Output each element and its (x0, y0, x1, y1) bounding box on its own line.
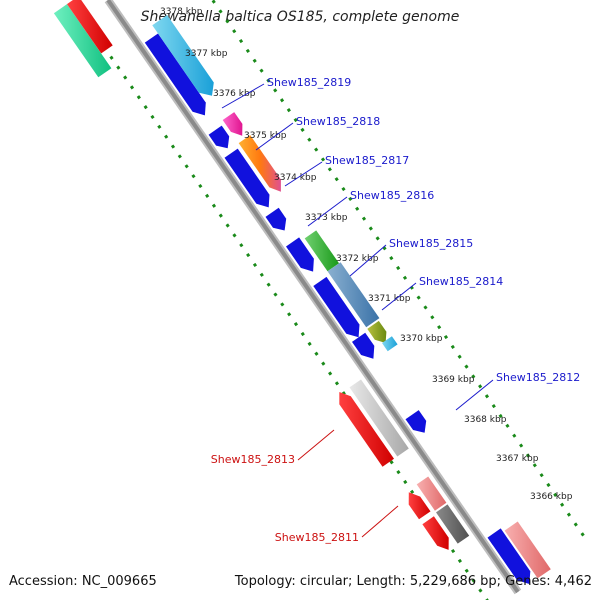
gene-leader-line (297, 429, 335, 461)
cds-block-h (405, 410, 427, 433)
gene-label-leaders (221, 83, 494, 538)
gene-leader-line (307, 196, 348, 227)
gene-features (53, 0, 551, 584)
cds-block-f (313, 276, 360, 338)
grey-feature (349, 379, 409, 457)
cyan-feature (152, 15, 214, 96)
tick-label: 3367 kbp (496, 454, 539, 464)
red-feature-mid (339, 392, 394, 467)
cds-block-c (224, 148, 270, 208)
cds-block-e (286, 237, 314, 272)
tick-label: 3373 kbp (305, 213, 348, 223)
gene-label[interactable]: Shew185_2819 (267, 76, 351, 89)
gene-label[interactable]: Shew185_2811 (275, 531, 359, 544)
tick-label: 3371 kbp (368, 294, 411, 304)
cyan-small-feature (382, 336, 398, 352)
cds-block-g (352, 332, 375, 359)
red-feature-top (67, 0, 113, 54)
gene-label[interactable]: Shew185_2814 (419, 275, 503, 288)
tick-label: 3378 kbp (160, 7, 203, 17)
tick-label: 3368 kbp (464, 415, 507, 425)
salmon-feature (416, 476, 447, 511)
tick-label: 3374 kbp (274, 173, 317, 183)
steel-feature (327, 262, 380, 328)
gene-leader-line (284, 161, 323, 187)
gene-label[interactable]: Shew185_2816 (350, 189, 434, 202)
gene-leader-line (255, 122, 294, 151)
gene-leader-line (455, 379, 494, 411)
tick-label: 3375 kbp (244, 131, 287, 141)
gene-label[interactable]: Shew185_2818 (296, 115, 380, 128)
tick-label: 3369 kbp (432, 375, 475, 385)
tick-label: 3366 kbp (530, 492, 573, 502)
pink-feature (222, 112, 243, 136)
ruler-track-1 (82, 16, 489, 600)
gene-labels: Shew185_2819Shew185_2818Shew185_2817Shew… (211, 76, 580, 544)
gene-label[interactable]: Shew185_2817 (325, 154, 409, 167)
red-feature-low-b (422, 516, 449, 550)
tick-label: 3377 kbp (185, 49, 228, 59)
gene-label[interactable]: Shew185_2812 (496, 371, 580, 384)
gene-label[interactable]: Shew185_2813 (211, 453, 295, 466)
tick-label: 3372 kbp (336, 254, 379, 264)
tick-label: 3370 kbp (400, 334, 443, 344)
orange-feature (238, 135, 281, 192)
accession-text: Accession: NC_009665 (9, 574, 157, 589)
salmon-feature-right (504, 521, 551, 579)
gene-leader-line (381, 282, 417, 311)
gene-leader-line (361, 505, 399, 538)
cds-block-j (492, 535, 531, 584)
cds-block-b (208, 125, 230, 149)
green-feature (304, 230, 339, 272)
red-feature-low-a (408, 492, 431, 520)
kbp-ruler-ticks: 3378 kbp 3377 kbp 3376 kbp 3375 kbp 3374 kbp… (160, 7, 573, 502)
darkgrey-feature (436, 504, 470, 544)
teal-feature (53, 4, 112, 78)
genome-summary-text: Topology: circular; Length: 5,229,686 bp… (234, 574, 592, 589)
gene-leader-line (349, 244, 387, 277)
olive-feature (367, 320, 387, 343)
genome-backbone (104, 0, 522, 595)
backbone-inner (106, 0, 520, 594)
cds-block-a (144, 33, 206, 116)
gene-label[interactable]: Shew185_2815 (389, 237, 473, 250)
tick-label: 3376 kbp (213, 89, 256, 99)
gene-leader-line (221, 83, 265, 109)
cds-block-d (265, 207, 287, 231)
